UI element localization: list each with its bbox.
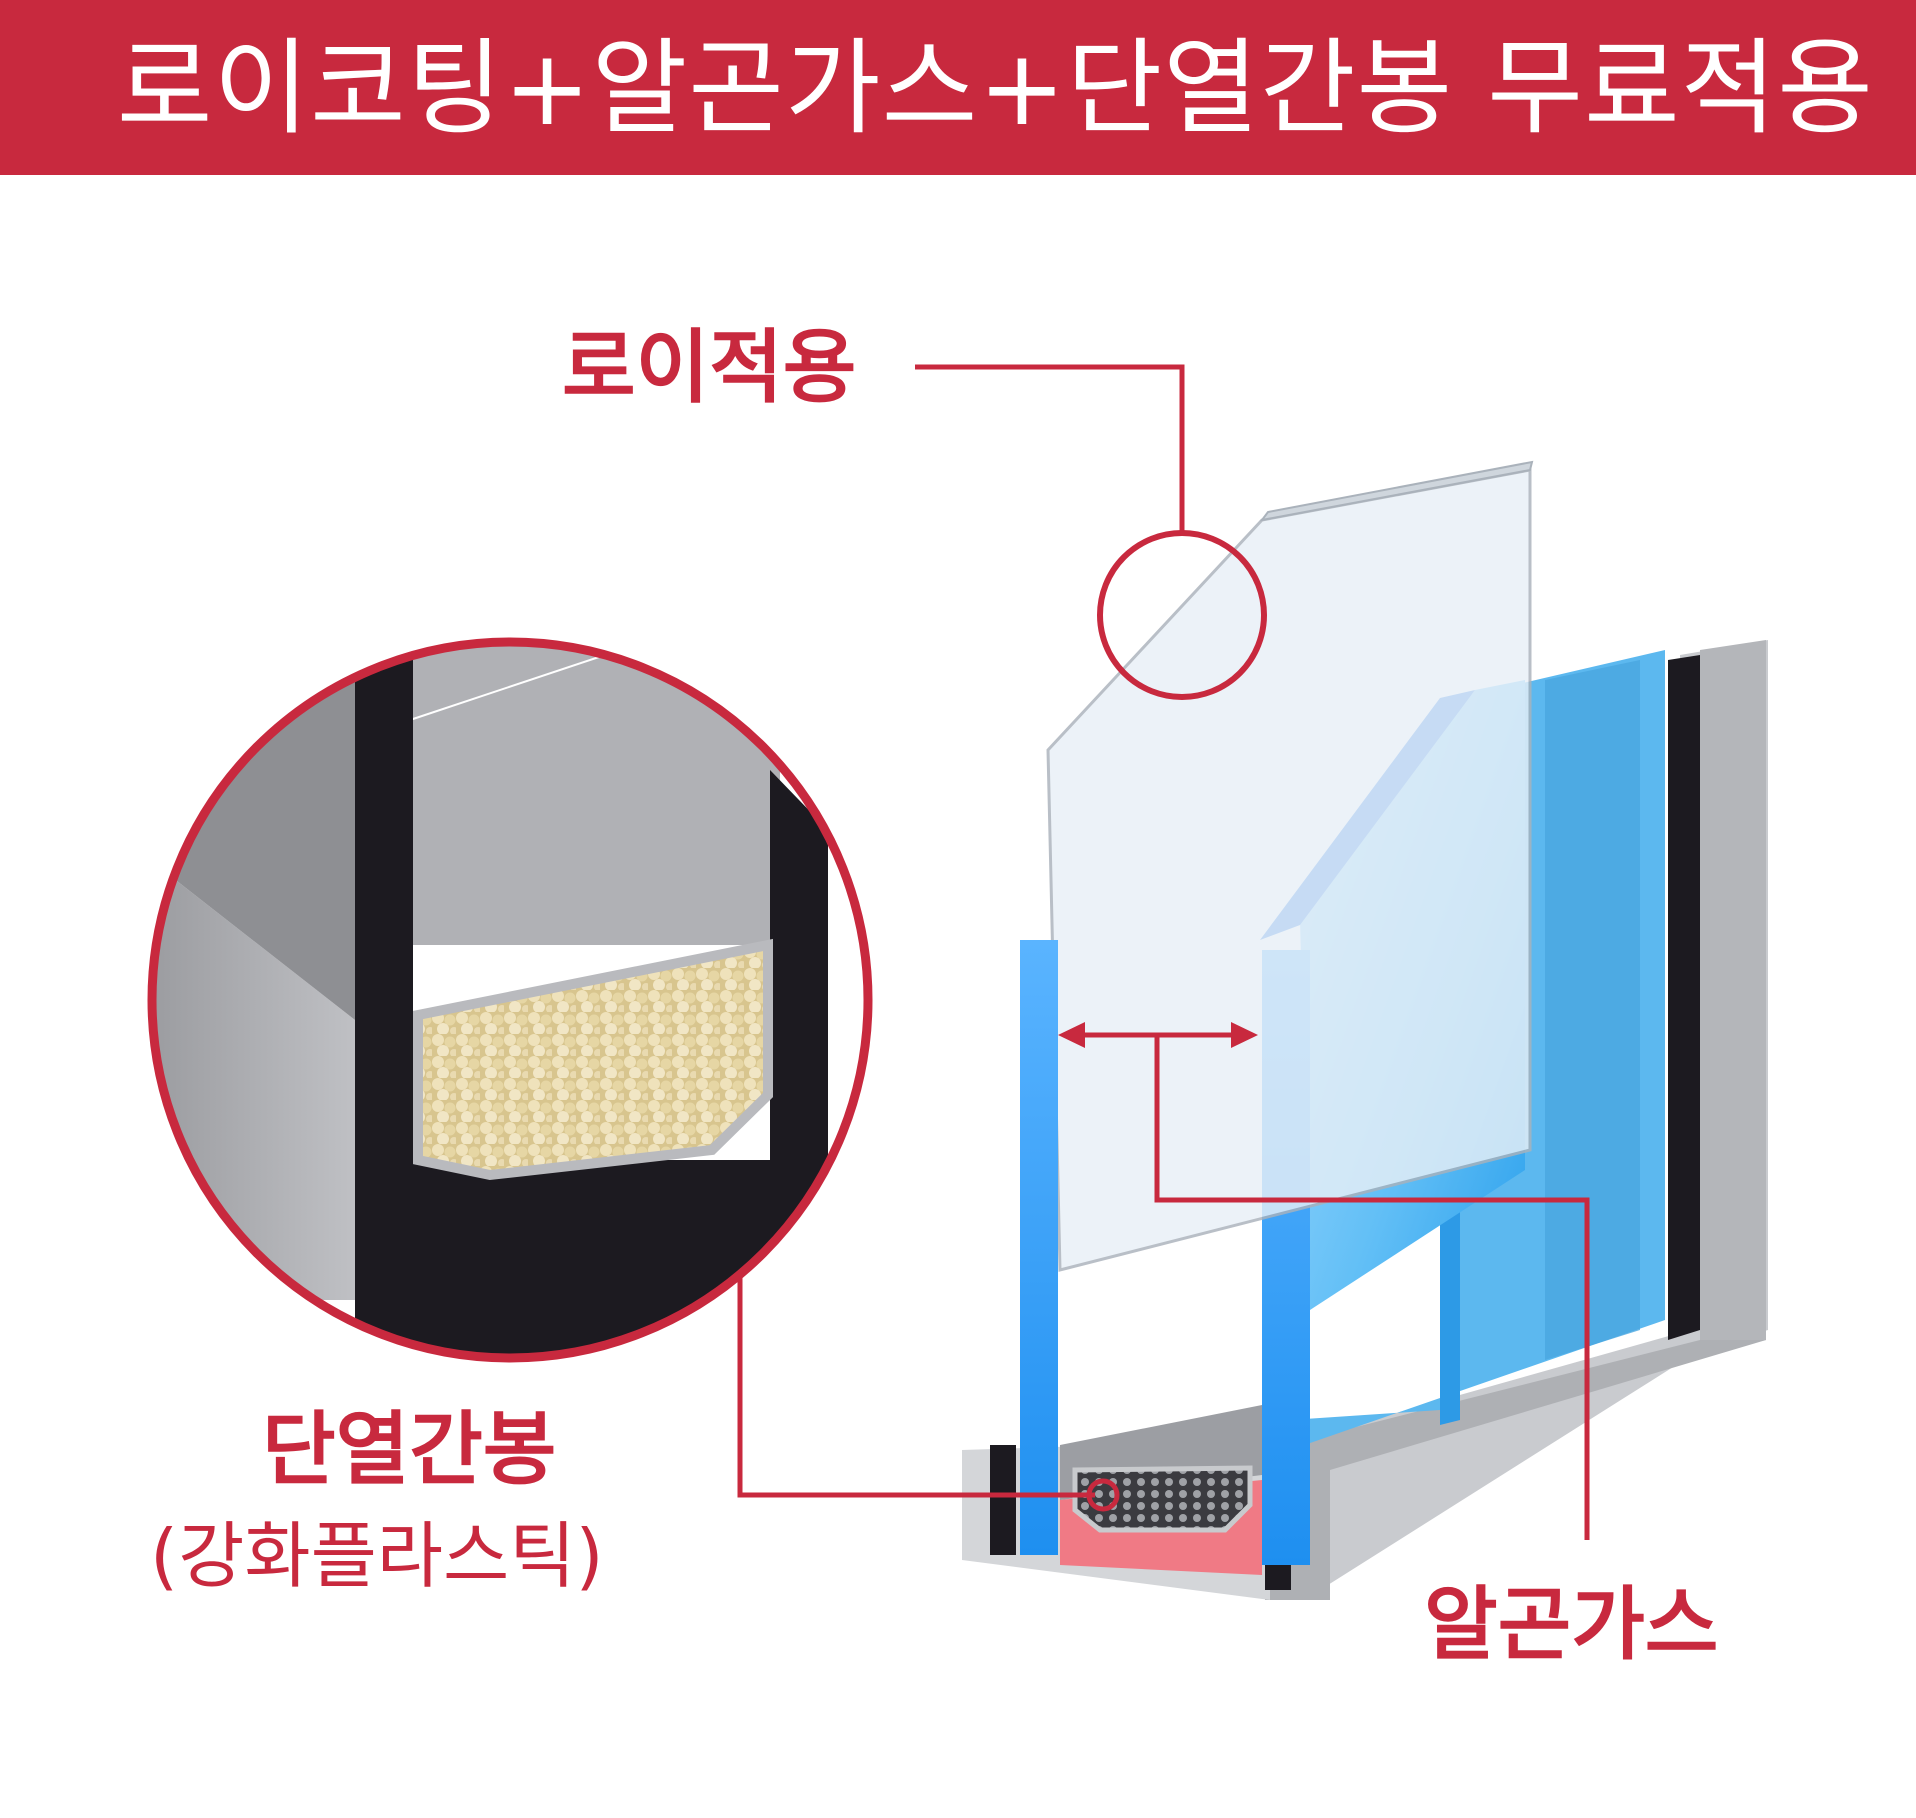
callouts — [737, 364, 1590, 1540]
frame-bottom — [1265, 1340, 1766, 1600]
desiccant-chamber — [413, 938, 773, 1181]
window-section — [962, 460, 1768, 1600]
glass-front — [1046, 468, 1532, 1272]
seal-right — [1668, 655, 1700, 1340]
glass-front-thickness — [1259, 460, 1534, 522]
spacer-leader-line — [737, 1265, 1095, 1498]
spacer-label: 단열간봉 — [262, 1403, 557, 1496]
argon-leader-line — [1154, 1035, 1590, 1540]
low-e-circle — [1097, 530, 1267, 700]
magnifier-circle — [147, 637, 873, 1363]
low-e-leader-line — [915, 364, 1185, 535]
argon-label: 알곤가스 — [1424, 1578, 1719, 1671]
low-e-label: 로이적용 — [562, 321, 857, 414]
banner-title: 로이코팅+알곤가스+단열간봉 무료적용 — [116, 27, 1874, 149]
rail-left-black — [990, 1445, 1016, 1555]
title-banner: 로이코팅+알곤가스+단열간봉 무료적용 — [0, 0, 1916, 175]
magnified-spacer — [155, 645, 865, 1355]
frame-face — [1700, 640, 1766, 1355]
slab-top — [410, 645, 780, 945]
spacer-back — [1545, 660, 1640, 1360]
spacer-mesh — [1072, 1465, 1253, 1533]
spacer-detail-label: (강화플라스틱) — [150, 1514, 604, 1598]
arrowhead-left — [1058, 1022, 1085, 1048]
spacer-small-circle — [1086, 1478, 1120, 1512]
glass-front-edge — [1020, 940, 1058, 1555]
arrowheads — [1058, 1022, 1258, 1048]
frame-outer — [1265, 640, 1768, 1590]
arrowhead-right — [1231, 1022, 1258, 1048]
